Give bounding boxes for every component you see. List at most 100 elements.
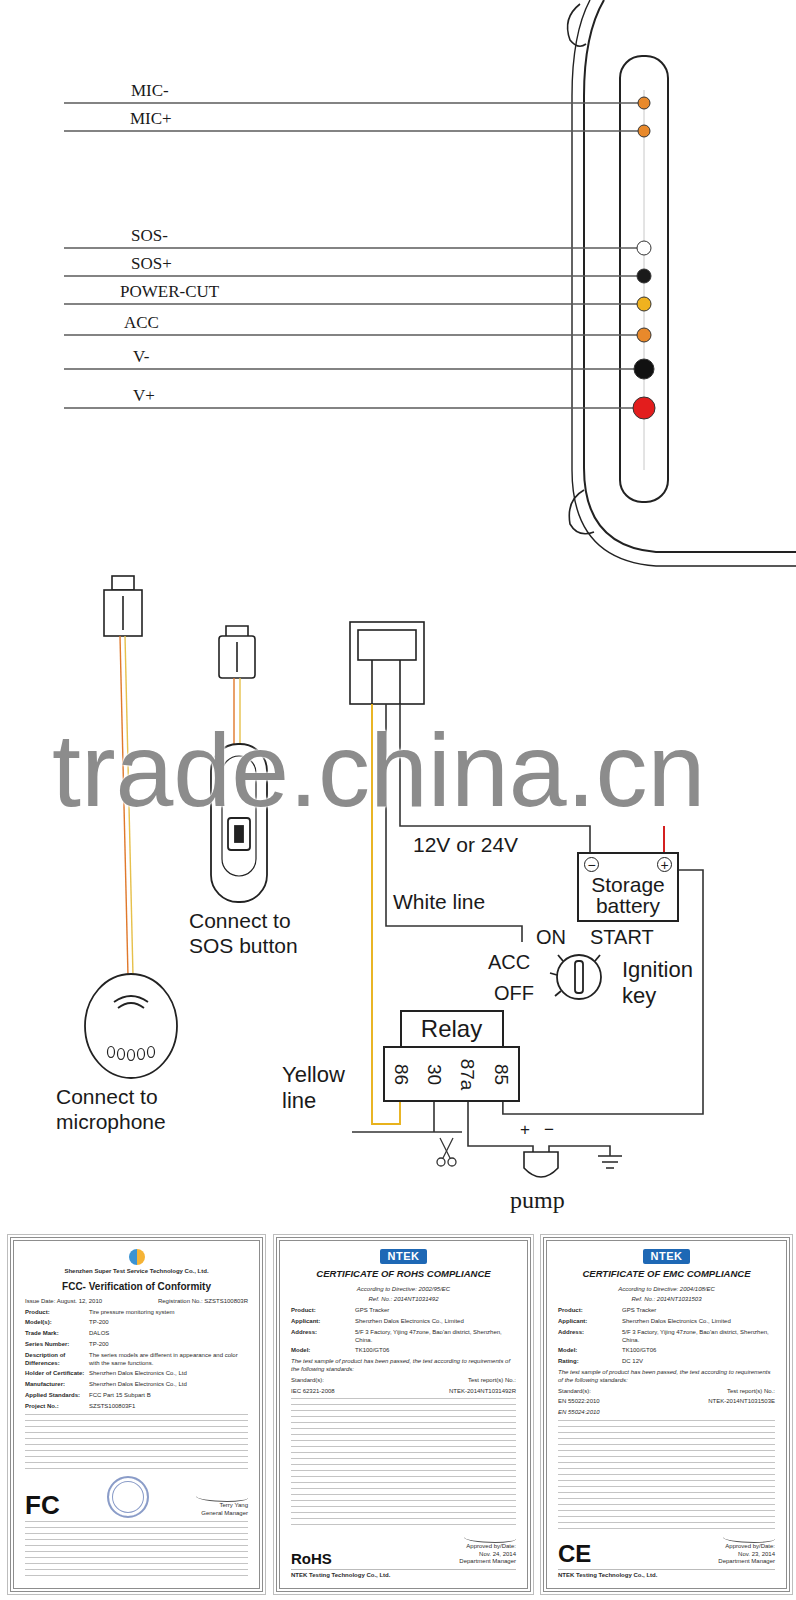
directive: According to Directive: 2004/108/EC xyxy=(558,1286,775,1294)
switch-tick xyxy=(595,955,600,961)
field-row: Description of Differences:The series mo… xyxy=(25,1352,248,1368)
field-value: DC 12V xyxy=(622,1358,775,1366)
field-row: Product:GPS Tracker xyxy=(291,1307,516,1315)
lab-logo: NTEK xyxy=(380,1249,428,1264)
field-row: Product:Tire pressure monitoring system xyxy=(25,1309,248,1317)
signatory: Nov. 24, 2014 xyxy=(479,1551,516,1559)
signal-line xyxy=(64,368,640,369)
field-row: Applied Standards:FCC Part 15 Subpart B xyxy=(25,1392,248,1400)
certificate-title: CERTIFICATE OF EMC COMPLIANCE xyxy=(558,1268,775,1280)
battery-lead xyxy=(663,826,665,852)
field-value: Tire pressure monitoring system xyxy=(89,1309,248,1317)
ground-bar xyxy=(606,1167,614,1169)
cut-wire xyxy=(352,1131,462,1133)
wire-dot xyxy=(637,269,651,283)
field-name: Description of Differences: xyxy=(25,1352,85,1368)
microphone-grille xyxy=(114,996,148,1002)
signature xyxy=(196,1492,248,1502)
pin-number: 86 xyxy=(392,1063,411,1084)
field-name: Trade Mark: xyxy=(25,1330,85,1338)
housing-lug xyxy=(568,4,586,46)
relay-87a-wire xyxy=(468,1102,533,1152)
logo-row: NTEK xyxy=(558,1249,775,1264)
certificate-text: EN 55022:2010 xyxy=(558,1398,600,1406)
field-row: Address:5/F 3 Factory, Yijing 47zone, Ba… xyxy=(558,1329,775,1345)
certificate-text: Test report(s) No.: xyxy=(468,1377,516,1385)
certificate-text: NTEK-2014NT1031503E xyxy=(708,1398,775,1406)
relay-pin-box: 86 30 87a 85 xyxy=(383,1046,520,1102)
pump-body xyxy=(524,1152,558,1177)
field-value: TP-200 xyxy=(89,1319,248,1327)
key-slot xyxy=(575,961,583,993)
signal-line xyxy=(64,247,640,248)
field-row: Model:TK100/GT06 xyxy=(291,1347,516,1355)
field-value: TK100/GT06 xyxy=(622,1347,775,1355)
connection-note: Connect to SOS button xyxy=(189,908,319,958)
button-mark xyxy=(235,826,243,842)
field-value: TP-200 xyxy=(89,1341,248,1349)
signatory: Nov. 23, 2014 xyxy=(738,1551,775,1559)
logo-row: NTEK xyxy=(291,1249,516,1264)
relay-coil-box: Relay xyxy=(400,1010,504,1046)
field-name: Project No.: xyxy=(25,1403,85,1411)
tracker-housing xyxy=(568,0,796,566)
component-name: Ignition key xyxy=(622,957,712,1010)
signatory: Department Manager xyxy=(718,1558,775,1566)
signatory: Department Manager xyxy=(459,1558,516,1566)
field-name: Model: xyxy=(558,1347,618,1355)
scissors-icon xyxy=(437,1138,456,1166)
microphone xyxy=(85,974,177,1078)
field-pair: IEC 62321-2008NTEK-2014NT1031492R xyxy=(291,1388,516,1396)
microphone-grille xyxy=(118,1003,144,1008)
signatory: General Manager xyxy=(201,1510,248,1518)
lab-name: NTEK Testing Technology Co., Ltd. xyxy=(291,1569,516,1580)
microphone-hole xyxy=(148,1047,155,1058)
signal-name: SOS- xyxy=(131,226,168,246)
pin-number: 87a xyxy=(459,1058,478,1090)
lab-logo xyxy=(129,1249,145,1265)
field-name: Holder of Certificate: xyxy=(25,1370,85,1378)
switch-position: ON xyxy=(536,925,566,949)
wire-dot xyxy=(637,297,651,311)
ground-bar xyxy=(602,1161,618,1163)
field-name: Model(s): xyxy=(25,1319,85,1327)
field-row: Trade Mark:DALOS xyxy=(25,1330,248,1338)
field-name: Manufacturer: xyxy=(25,1381,85,1389)
signal-line xyxy=(64,303,640,304)
field-name: Address: xyxy=(291,1329,351,1345)
field-value: Shenzhen Dalos Electronics Co., Limited xyxy=(622,1318,775,1326)
certificate-title: FCC- Verification of Conformity xyxy=(25,1280,248,1293)
wire-dot xyxy=(637,328,651,342)
plug-detail xyxy=(399,660,401,704)
pin-cell: 30 xyxy=(418,1048,451,1100)
signal-name: MIC+ xyxy=(130,109,172,129)
field-value: FCC Part 15 Subpart B xyxy=(89,1392,248,1400)
field-name: Product: xyxy=(291,1307,351,1315)
signal-name: ACC xyxy=(124,313,159,333)
switch-tick xyxy=(555,991,561,996)
signal-line xyxy=(64,334,640,335)
plug-pin xyxy=(112,576,134,590)
signature-row: CEApproved by/Date:Nov. 23, 2014Departme… xyxy=(558,1533,775,1566)
field-name: Product: xyxy=(558,1307,618,1315)
signatory: Approved by/Date: xyxy=(725,1543,775,1551)
signal-name: POWER-CUT xyxy=(120,282,219,302)
scissors-blade xyxy=(440,1138,450,1158)
pin-number: 85 xyxy=(492,1063,511,1084)
field-name: Applicant: xyxy=(291,1318,351,1326)
signature-block: Approved by/Date:Nov. 24, 2014Department… xyxy=(459,1533,516,1566)
signatory: Approved by/Date: xyxy=(466,1543,516,1551)
switch-position: OFF xyxy=(494,981,534,1005)
field-value: Shenzhen Dalos Electronics Co., Ltd xyxy=(89,1381,248,1389)
field-value: The series models are different in appea… xyxy=(89,1352,248,1368)
wire-dot xyxy=(638,125,650,137)
ground-symbol xyxy=(598,1156,622,1168)
field-value: TK100/GT06 xyxy=(355,1347,516,1355)
lab-name: NTEK Testing Technology Co., Ltd. xyxy=(558,1569,775,1580)
certificate: NTEK CERTIFICATE OF EMC COMPLIANCE Accordi… xyxy=(543,1237,790,1592)
switch-tick xyxy=(550,973,557,975)
switch-position: ACC xyxy=(488,950,530,974)
microphone-hole xyxy=(128,1050,135,1061)
certification-mark: FC xyxy=(25,1492,60,1518)
